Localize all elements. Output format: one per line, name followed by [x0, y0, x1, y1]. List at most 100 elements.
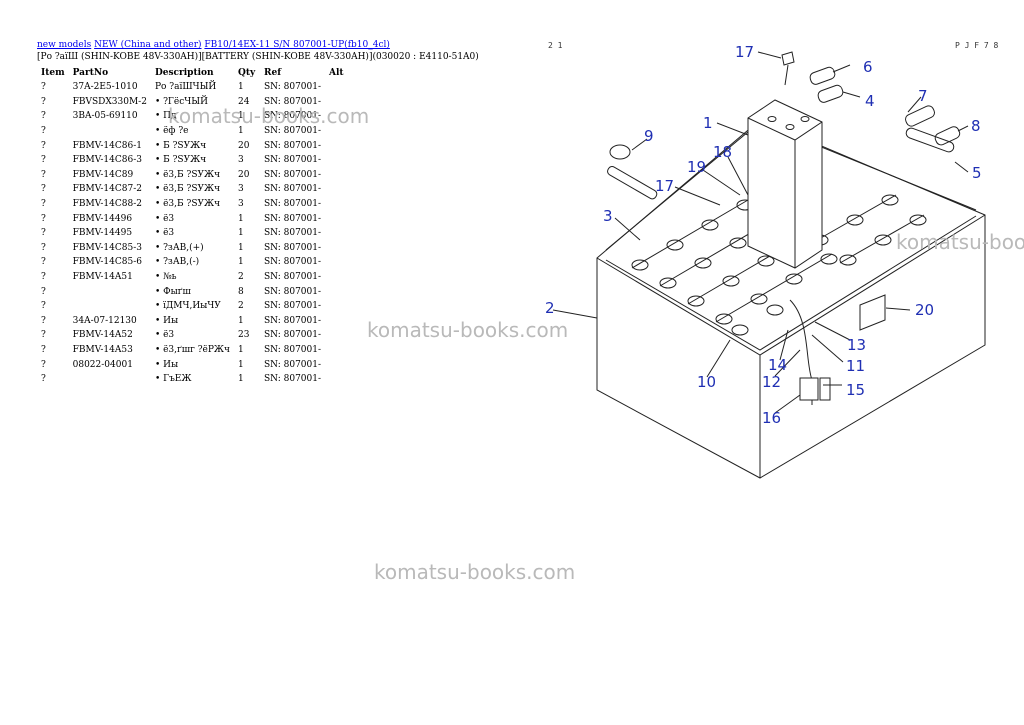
table-row: ? 37A-2E5-1010 Ро ?аїШЧЫЙ 1 SN: 807001-: [37, 80, 348, 95]
breadcrumb-link-region[interactable]: NEW (China and other): [94, 40, 202, 50]
battery-cell-tall: [747, 99, 823, 269]
cell-description: • ?Гё­сЧЫЙ: [154, 96, 208, 107]
cell-item: ?: [41, 286, 46, 297]
cell-ref: SN: 807001-: [264, 286, 322, 297]
cell-description: • Иы: [154, 315, 179, 326]
callout-14: 14: [768, 356, 787, 374]
cell-description: • №ь: [154, 272, 177, 283]
col-header-ref: Ref: [264, 67, 282, 78]
col-header-partno: PartNo: [72, 67, 109, 78]
cell-ref: SN: 807001-: [264, 82, 322, 93]
cell-qty: 8: [238, 286, 244, 297]
page-number: 2 1: [548, 41, 563, 50]
table-header-row: Item PartNo Description Qty Ref Alt: [37, 65, 348, 80]
cell-ref: SN: 807001-: [264, 330, 322, 341]
cell-item: ?: [41, 82, 46, 93]
cell-partno: [69, 372, 151, 387]
cell-item: ?: [41, 330, 46, 341]
callout-5: 5: [972, 164, 982, 182]
cell-ref: SN: 807001-: [264, 96, 322, 107]
cell-description: • ё3: [154, 228, 175, 239]
cell-alt: [325, 343, 348, 358]
cell-qty: 23: [238, 330, 250, 341]
cell-item: ?: [41, 272, 46, 283]
parts-table: Item PartNo Description Qty Ref Alt ? 37A…: [37, 65, 348, 386]
callout-6: 6: [863, 58, 873, 76]
cell-qty: 1: [238, 242, 244, 253]
cell-qty: 20: [238, 169, 250, 180]
cell-ref: SN: 807001-: [264, 228, 322, 239]
cell-item: ?: [41, 169, 46, 180]
cell-qty: 1: [238, 257, 244, 268]
cell-qty: 1: [238, 344, 244, 355]
callout-9: 9: [644, 127, 654, 145]
cell-partno: FBMV-14C88-2: [72, 199, 142, 210]
cell-description: Ро ?аїШЧЫЙ: [154, 82, 217, 93]
cell-ref: SN: 807001-: [264, 111, 322, 122]
callout-10: 10: [697, 373, 716, 391]
cell-description: • Иы: [154, 359, 179, 370]
cell-alt: [325, 138, 348, 153]
cell-alt: [325, 80, 348, 95]
callout-4: 4: [865, 92, 875, 110]
cell-description: • ё3,Б ?SУЖч: [154, 184, 221, 195]
cell-alt: [325, 357, 348, 372]
cell-qty: 1: [238, 213, 244, 224]
cell-ref: SN: 807001-: [264, 374, 322, 385]
cell-description: • Пд: [154, 111, 177, 122]
cell-alt: [325, 328, 348, 343]
cell-partno: FBVSDX330M-2: [72, 96, 147, 107]
callout-20: 20: [915, 301, 934, 319]
breadcrumb-link-model[interactable]: FB10/14EX-11 S/N 807001-UP(fb10_4cl): [204, 40, 390, 50]
cell-qty: 1: [238, 315, 244, 326]
cell-item: ?: [41, 228, 46, 239]
cell-description: • Фыґш: [154, 286, 191, 297]
callout-17: 17: [655, 177, 674, 195]
col-header-item: Item: [41, 67, 65, 78]
cell-item: ?: [41, 359, 46, 370]
cell-ref: SN: 807001-: [264, 359, 322, 370]
callout-13: 13: [847, 336, 866, 354]
cell-alt: [325, 211, 348, 226]
cell-partno: [69, 124, 151, 139]
cell-item: ?: [41, 257, 46, 268]
cell-ref: SN: 807001-: [264, 242, 322, 253]
callout-15: 15: [846, 381, 865, 399]
cell-qty: 1: [238, 82, 244, 93]
cell-alt: [325, 299, 348, 314]
cell-alt: [325, 226, 348, 241]
cell-partno: 37A-2E5-1010: [72, 82, 138, 93]
page-code: P J F 7 8: [955, 41, 999, 50]
cell-alt: [325, 241, 348, 256]
cell-ref: SN: 807001-: [264, 213, 322, 224]
cell-partno: FBMV-14496: [72, 213, 133, 224]
cell-item: ?: [41, 155, 46, 166]
cell-ref: SN: 807001-: [264, 199, 322, 210]
cell-ref: SN: 807001-: [264, 140, 322, 151]
breadcrumb-link-new-models[interactable]: new models: [37, 40, 92, 50]
cell-partno: FBMV-14C86-1: [72, 140, 142, 151]
cell-ref: SN: 807001-: [264, 126, 322, 137]
cell-ref: SN: 807001-: [264, 169, 322, 180]
cell-item: ?: [41, 140, 46, 151]
watermark-2: komatsu-books.com: [367, 318, 569, 342]
cell-qty: 1: [238, 111, 244, 122]
cell-alt: [325, 255, 348, 270]
callout-19: 19: [687, 158, 706, 176]
cell-partno: FBMV-14A51: [72, 272, 133, 283]
cell-ref: SN: 807001-: [264, 344, 322, 355]
cell-description: • ё3: [154, 213, 175, 224]
cell-ref: SN: 807001-: [264, 301, 322, 312]
